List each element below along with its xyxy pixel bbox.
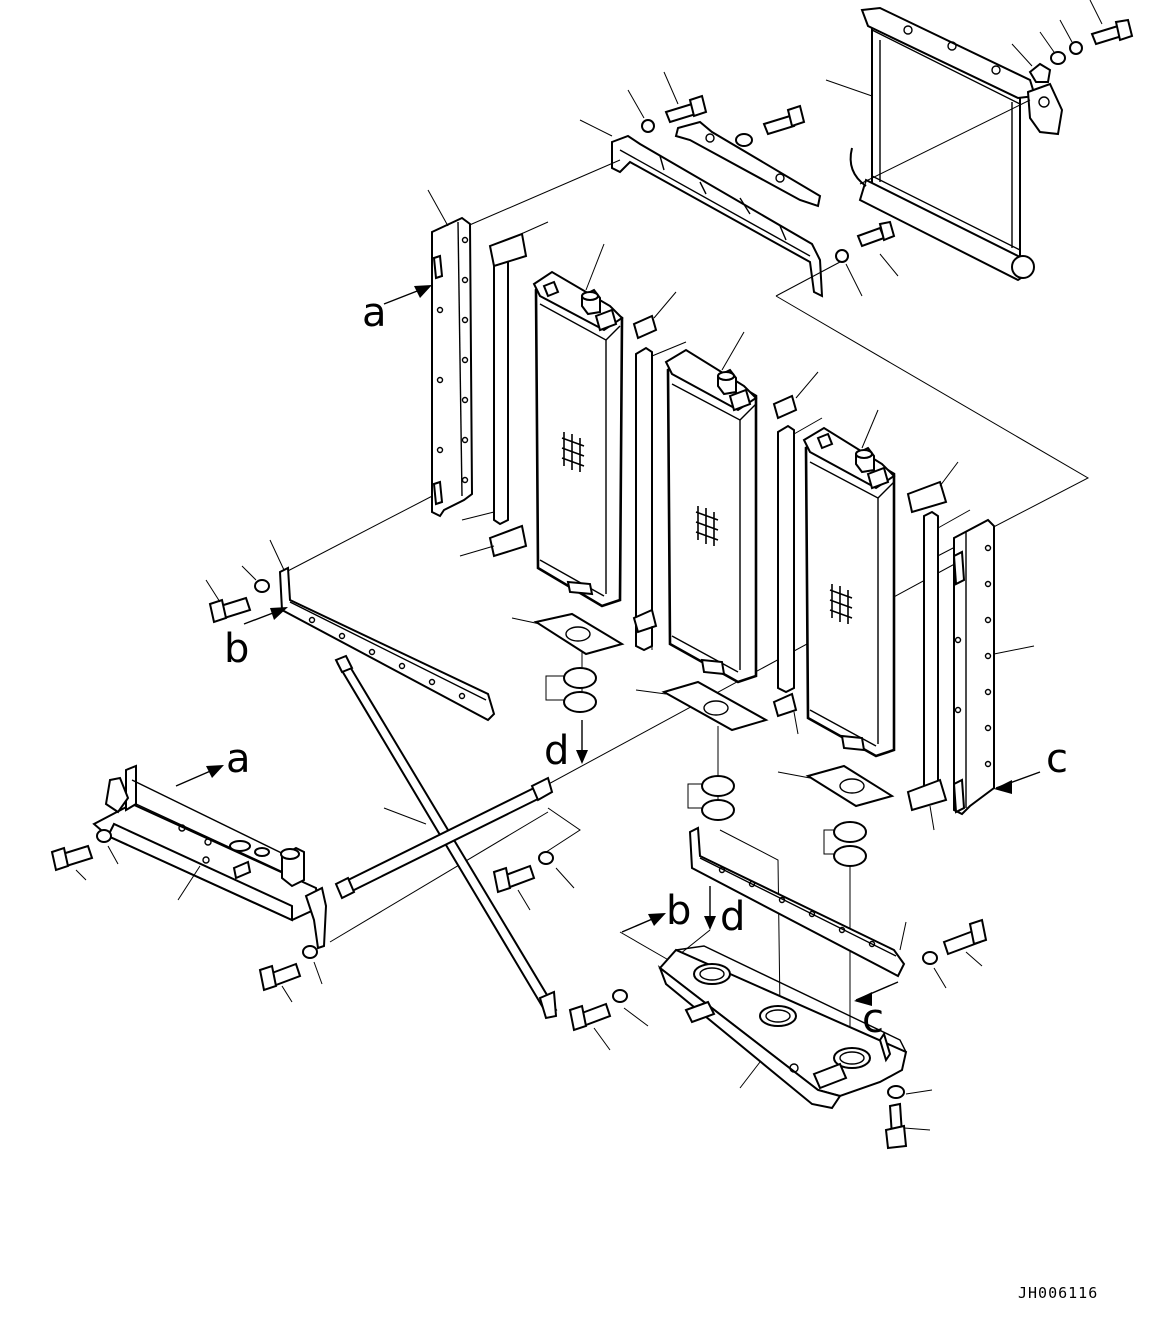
- callout-b-upper: b: [224, 626, 249, 672]
- bottom-header-tank: [657, 945, 933, 1150]
- left-seal-strip: [459, 221, 549, 558]
- o-ring-seals: [545, 667, 867, 867]
- callout-a-lower: a: [226, 736, 251, 782]
- cross-tie-rod: [334, 776, 554, 900]
- callout-c-upper: c: [1046, 736, 1068, 782]
- left-side-plate: a: [362, 189, 474, 518]
- right-side-plate: c: [952, 518, 1068, 816]
- callout-d-upper: d: [544, 728, 569, 774]
- top-right-fastener-stack: [1011, 0, 1134, 83]
- drawing-number: JH006116: [1018, 1284, 1098, 1302]
- radiator-core-3: [802, 409, 896, 758]
- left-lower-rail: b: [205, 539, 496, 722]
- upper-frame-bracket: [579, 71, 899, 298]
- callout-d-lower: d: [720, 894, 745, 940]
- callout-b-lower: b: [666, 888, 691, 934]
- arrow-d-upper: d: [544, 720, 588, 774]
- radiator-core-2: [664, 331, 758, 684]
- arrows-lower-b-d: b d: [621, 886, 745, 940]
- callout-a-upper: a: [362, 290, 387, 336]
- gasket-plates: [511, 612, 895, 808]
- callout-c-lower: c: [862, 996, 884, 1042]
- radiator-core-1: [532, 243, 624, 608]
- right-seal-strip: [906, 461, 971, 831]
- left-lower-tank: a: [50, 736, 328, 1003]
- center-bolts: [492, 851, 649, 1051]
- right-lower-rail: c: [688, 826, 988, 1042]
- middle-seal-strip-2: [772, 371, 823, 735]
- middle-seal-strip-1: [632, 291, 687, 652]
